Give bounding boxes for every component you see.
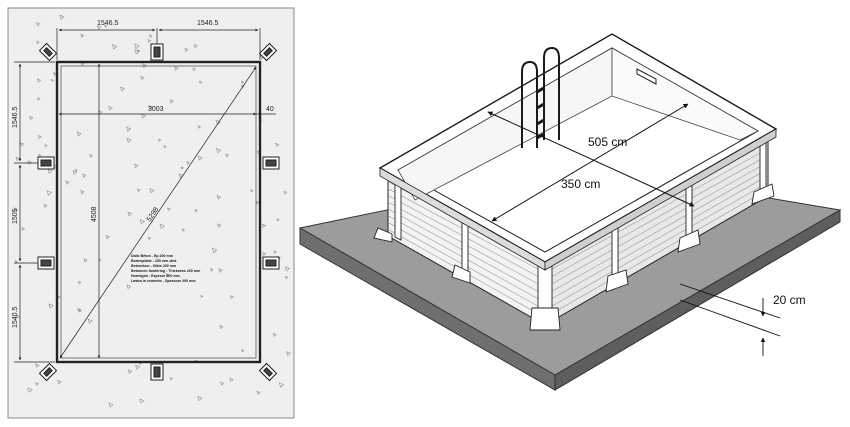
concrete-speckle (135, 364, 141, 370)
concrete-speckle (276, 218, 280, 222)
concrete-speckle (220, 381, 225, 386)
plan-dim-left-top: 1546.5 (12, 106, 19, 128)
concrete-speckle (275, 142, 280, 147)
concrete-speckle (43, 203, 48, 208)
concrete-speckle (197, 395, 203, 402)
concrete-speckle (273, 250, 277, 254)
wall-plank-line (544, 161, 769, 289)
concrete-speckle (15, 156, 20, 162)
concrete-speckle (256, 390, 261, 395)
concrete-speckle (52, 72, 57, 76)
plan-diagonal-line (59, 66, 257, 359)
pool-outline (55, 60, 262, 364)
plan-dim-top-right: 1546.5 (197, 20, 219, 27)
plan-brackets (37, 42, 280, 382)
concrete-speckle (47, 168, 53, 174)
concrete-speckle (50, 78, 55, 83)
concrete-speckle (48, 303, 54, 309)
concrete-speckle (229, 377, 234, 382)
plan-top-dimension (56, 28, 261, 60)
spec-line: Dalle Béton - Ep 200 mm (131, 254, 173, 258)
concrete-speckle (13, 207, 18, 212)
concrete-speckle (147, 39, 152, 43)
width-dimension-line (491, 103, 689, 222)
plan-dim-inner-height: 4508 (91, 206, 98, 222)
spec-line: Bodenplatte - 200 mm dick (131, 259, 177, 263)
concrete-speckle (184, 47, 189, 52)
spec-line: Hormigón - Espesor 200 mm (131, 274, 180, 278)
concrete-speckle (27, 387, 33, 393)
concrete-speckle (148, 34, 153, 38)
concrete-speckle (29, 115, 34, 120)
concrete-speckle (59, 14, 65, 20)
plan-view: 1546.5 1546.5 3003 40 1546.5 1505 1540.5… (7, 7, 295, 419)
concrete-speckle (21, 227, 26, 231)
plan-left-dimension (14, 61, 55, 363)
plan-dim-top-left: 1546.5 (97, 20, 119, 27)
concrete-speckle (193, 43, 198, 49)
skimmer-icon (636, 68, 657, 85)
concrete-speckle (35, 382, 39, 386)
concrete-speckle (255, 200, 260, 205)
concrete-speckle (15, 314, 21, 319)
concrete-speckle (46, 190, 53, 196)
concrete-speckle (139, 398, 145, 404)
concrete-speckle (108, 402, 114, 408)
concrete-speckle (38, 153, 42, 158)
concrete-speckle (35, 363, 40, 368)
concrete-speckle (262, 251, 267, 256)
wall-plank-line (544, 175, 769, 303)
concrete-speckle (44, 144, 48, 148)
concrete-speckle (36, 40, 40, 45)
concrete-speckle (112, 44, 118, 50)
concrete-speckle (134, 43, 140, 49)
concrete-speckle (80, 33, 85, 38)
concrete-speckle (284, 266, 290, 272)
slab-thickness-dimension (679, 283, 781, 356)
buttress-feet (373, 183, 775, 331)
concrete-speckle (35, 21, 41, 27)
concrete-speckle (134, 49, 140, 55)
plan-dim-right-offset: 40 (266, 106, 274, 113)
concrete-speckle (127, 369, 133, 374)
pool-3d-view: 505 cm 350 cm 20 cm (298, 33, 842, 391)
concrete-speckle (14, 260, 18, 264)
concrete-speckle (37, 97, 41, 101)
concrete-speckle (284, 275, 289, 280)
concrete-speckle (57, 379, 62, 385)
slab-thickness-label: 20 cm (773, 293, 806, 307)
width-label: 350 cm (561, 177, 600, 191)
slab-side-right (554, 209, 841, 391)
concrete-speckle (169, 377, 173, 381)
concrete-speckle (37, 134, 42, 140)
spec-line: Lastra in cemento - Spessore 200 mm (131, 279, 196, 283)
wall-plank-line (544, 182, 769, 311)
plan-spec-notes: Dalle Béton - Ep 200 mm Bodenplatte - 20… (131, 254, 200, 283)
wall-plank-line (544, 168, 769, 296)
spec-line: Betonnen fundering - Thickness 200 mm (131, 269, 200, 273)
plan-dim-left-bottom: 1540.5 (12, 306, 19, 328)
plan-dim-left-mid: 1505 (12, 208, 19, 224)
length-label: 505 cm (588, 135, 627, 149)
concrete-speckle (96, 25, 102, 30)
concrete-speckle (278, 382, 285, 388)
concrete-speckle (104, 24, 108, 28)
spec-line: Betonvloer - Dikte 200 mm (131, 264, 176, 268)
concrete-speckle (261, 223, 266, 228)
plan-dim-inner-width: 3003 (148, 106, 164, 113)
pool-inner-wall-back-right (611, 47, 759, 141)
concrete-speckle (283, 190, 288, 195)
concrete-speckle (286, 351, 292, 357)
concrete-speckle (36, 78, 42, 83)
wall-plank-line (544, 188, 769, 318)
concrete-speckle (272, 332, 277, 338)
